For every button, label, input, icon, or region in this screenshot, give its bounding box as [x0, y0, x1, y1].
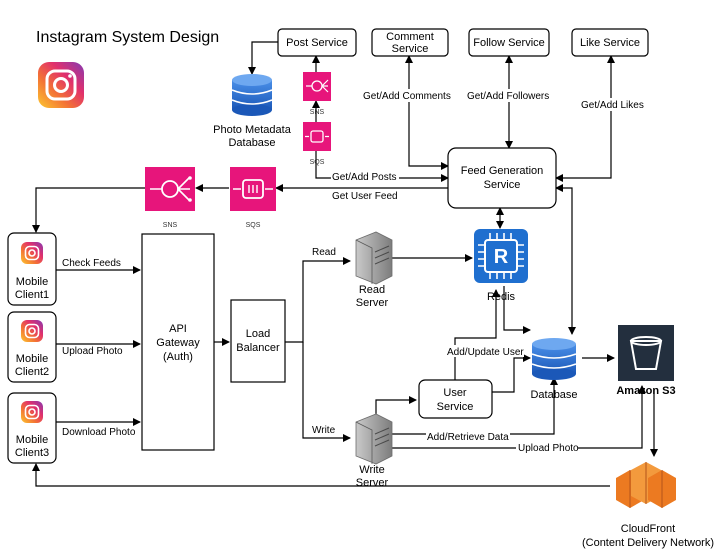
svg-text:Server: Server [356, 297, 389, 309]
write-server[interactable]: Write Server [355, 413, 393, 489]
svg-text:Like Service: Like Service [580, 37, 640, 49]
instagram-icon [21, 320, 43, 342]
svg-text:Balancer: Balancer [236, 342, 280, 354]
edge-label-get-add-likes: Get/Add Likes [581, 100, 644, 111]
edge-label-download-photo: Download Photo [62, 427, 136, 438]
edge-label-get-add-comments: Get/Add Comments [363, 91, 451, 102]
svg-text:Service: Service [437, 401, 474, 413]
svg-text:Comment: Comment [386, 31, 434, 43]
svg-text:Amazon S3: Amazon S3 [616, 385, 675, 397]
svg-text:Write: Write [359, 464, 384, 476]
mobile-client-3[interactable]: Mobile Client3 [7, 392, 57, 464]
database-icon [531, 338, 577, 380]
instagram-logo [38, 62, 84, 108]
api-gateway[interactable]: API Gateway (Auth) [141, 233, 215, 451]
svg-text:CloudFront: CloudFront [621, 523, 675, 535]
feed-generation-service[interactable]: Feed Generation Service [447, 147, 557, 209]
edge-label-get-add-posts: Get/Add Posts [332, 172, 396, 183]
sqs-small[interactable]: SQS [303, 122, 331, 166]
svg-text:Post Service: Post Service [286, 37, 348, 49]
connectors [32, 41, 658, 487]
mobile-client-1[interactable]: Mobile Client1 [7, 232, 57, 306]
svg-text:Read: Read [359, 284, 385, 296]
cloudfront[interactable]: CloudFront (Content Delivery Network) [582, 462, 714, 549]
edge-label-add-update-user: Add/Update User [447, 347, 524, 358]
server-icon [355, 413, 393, 465]
svg-text:Service: Service [484, 179, 521, 191]
sqs[interactable]: SQS [230, 167, 276, 229]
svg-text:(Auth): (Auth) [163, 351, 193, 363]
svg-text:Server: Server [356, 477, 389, 489]
edge-label-add-retrieve-data: Add/Retrieve Data [427, 432, 509, 443]
redis[interactable]: R Redis [474, 229, 528, 303]
svg-text:Client3: Client3 [15, 447, 49, 459]
svg-text:Gateway: Gateway [156, 337, 200, 349]
edge-label-write: Write [312, 425, 336, 436]
svg-text:Load: Load [246, 328, 270, 340]
svg-text:Feed Generation: Feed Generation [461, 165, 544, 177]
edge-label-upload-photo-s3: Upload Photo [518, 443, 579, 454]
follow-service[interactable]: Follow Service [468, 28, 550, 57]
sns-small[interactable]: SNS [303, 72, 331, 116]
read-server[interactable]: Read Server [355, 231, 393, 309]
user-service[interactable]: User Service [418, 379, 493, 419]
svg-text:SNS: SNS [310, 109, 325, 116]
svg-text:SQS: SQS [310, 159, 325, 166]
svg-text:Follow Service: Follow Service [473, 37, 545, 49]
diagram-title: Instagram System Design [36, 29, 219, 46]
svg-text:Mobile: Mobile [16, 276, 48, 288]
svg-text:Redis: Redis [487, 291, 516, 303]
edge-label-get-add-followers: Get/Add Followers [467, 91, 549, 102]
svg-text:User: User [443, 387, 467, 399]
svg-text:Photo Metadata: Photo Metadata [213, 124, 292, 136]
svg-text:Service: Service [392, 43, 429, 55]
redis-chip-icon [474, 229, 528, 283]
svg-text:Client1: Client1 [15, 289, 49, 301]
edge-label-get-user-feed: Get User Feed [332, 191, 398, 202]
like-service[interactable]: Like Service [571, 28, 649, 57]
server-icon [355, 231, 393, 285]
cloudfront-icon [616, 462, 676, 508]
svg-text:Database: Database [530, 389, 577, 401]
photo-metadata-database[interactable]: Photo Metadata Database [213, 74, 292, 149]
instagram-icon [21, 242, 43, 264]
svg-text:Mobile: Mobile [16, 434, 48, 446]
load-balancer[interactable]: Load Balancer [230, 299, 286, 383]
edge-label-check-feeds: Check Feeds [62, 258, 121, 269]
database-icon [231, 74, 273, 116]
svg-text:R: R [494, 246, 509, 268]
instagram-icon [21, 401, 43, 423]
svg-text:Mobile: Mobile [16, 353, 48, 365]
mobile-client-2[interactable]: Mobile Client2 [7, 311, 57, 383]
s3-bucket-icon [618, 325, 674, 381]
svg-text:API: API [169, 323, 187, 335]
database[interactable]: Database [530, 338, 578, 401]
svg-text:(Content Delivery Network): (Content Delivery Network) [582, 537, 714, 549]
sns[interactable]: SNS [145, 167, 195, 229]
svg-text:Database: Database [228, 137, 275, 149]
svg-text:SQS: SQS [246, 222, 261, 229]
svg-text:Client2: Client2 [15, 366, 49, 378]
svg-text:SNS: SNS [163, 222, 178, 229]
comment-service[interactable]: Comment Service [371, 28, 449, 57]
edge-label-read: Read [312, 247, 336, 258]
edge-label-upload-photo: Upload Photo [62, 346, 123, 357]
amazon-s3[interactable]: Amazon S3 [616, 325, 676, 397]
edge-labels: Get/Add Comments Get/Add Followers Get/A… [62, 89, 646, 454]
post-service[interactable]: Post Service [277, 28, 357, 57]
